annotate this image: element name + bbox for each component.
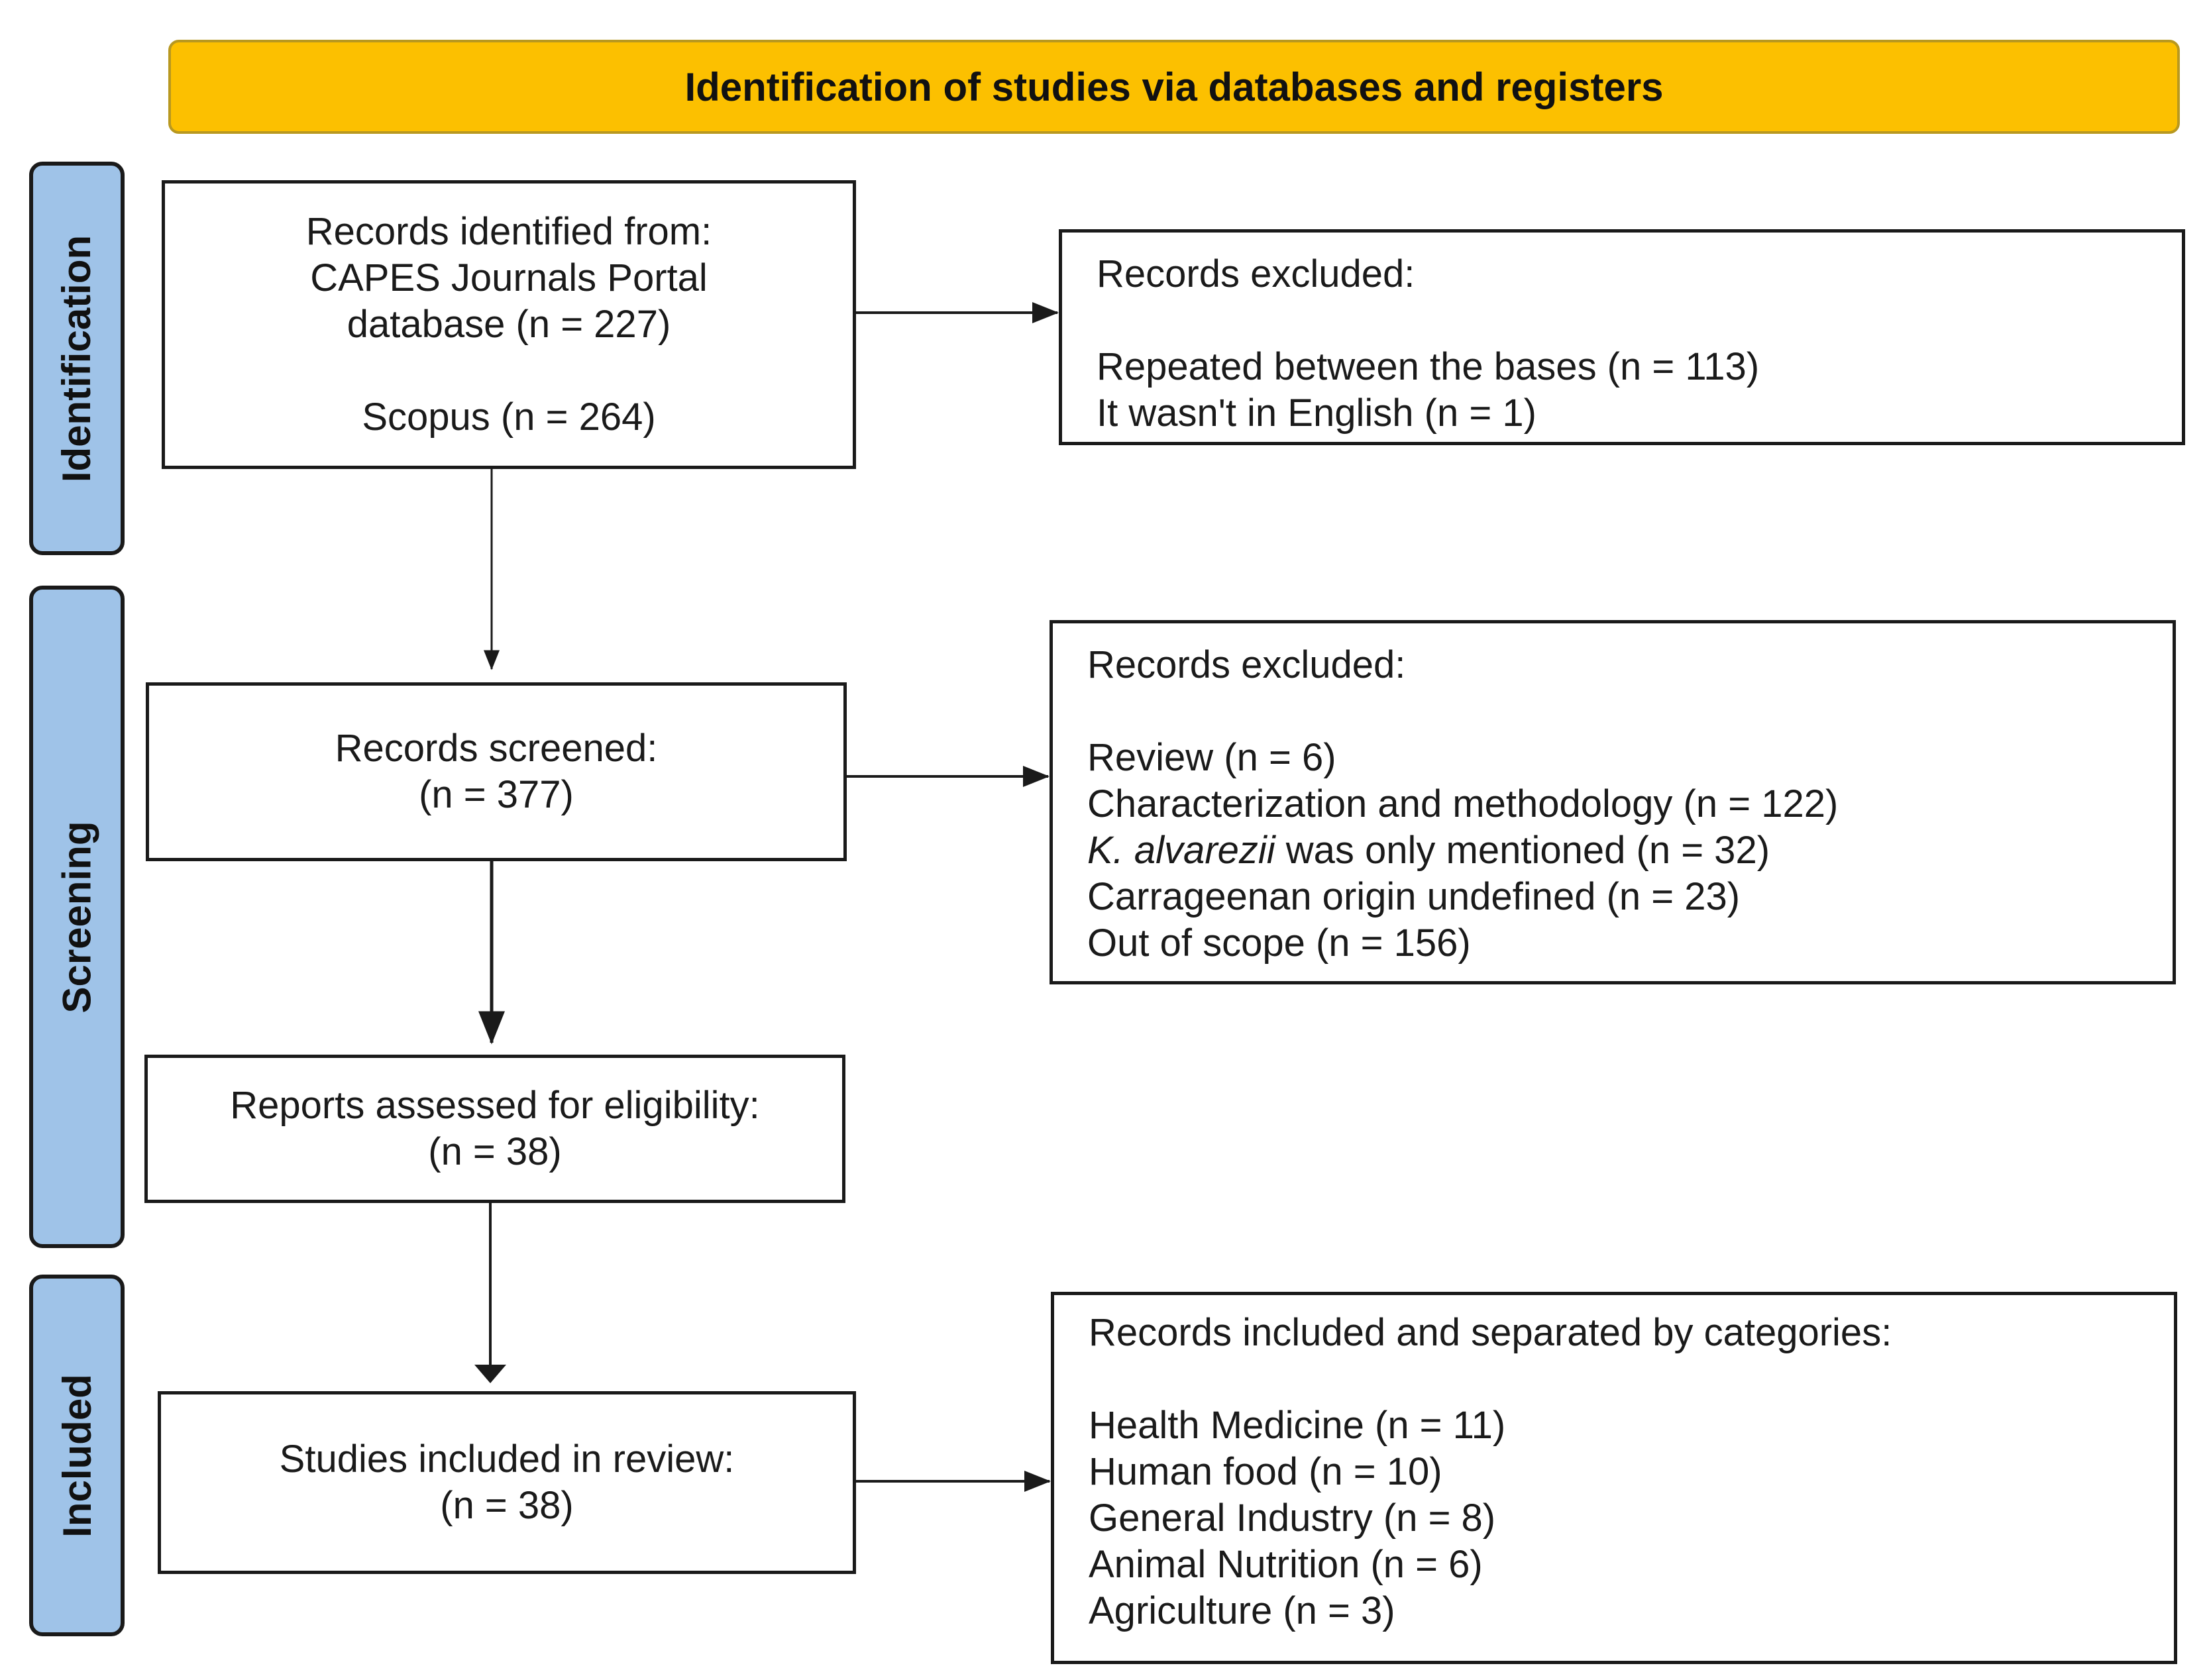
header-banner: Identification of studies via databases … bbox=[168, 40, 2180, 134]
species-name: K. alvarezii bbox=[1087, 829, 1275, 872]
records-screened-box: Records screened: (n = 377) bbox=[146, 682, 847, 861]
phase-label-screening: Screening bbox=[29, 586, 125, 1248]
phase-label-identification: Identification bbox=[29, 162, 125, 555]
excluded-item: Characterization and methodology (n = 12… bbox=[1087, 782, 1839, 825]
records-excluded-box-2: Records excluded: Review (n = 6) Charact… bbox=[1050, 620, 2176, 984]
phase-label-included: Included bbox=[29, 1275, 125, 1636]
studies-included-box: Studies included in review: (n = 38) bbox=[158, 1391, 856, 1574]
category-item: Agriculture (n = 3) bbox=[1089, 1589, 1395, 1632]
excluded-item: K. alvarezii was only mentioned (n = 32) bbox=[1087, 829, 1770, 872]
records-identified-box: Records identified from: CAPES Journals … bbox=[162, 180, 856, 469]
excluded-item: Carrageenan origin undefined (n = 23) bbox=[1087, 875, 1741, 918]
category-item: Health Medicine (n = 11) bbox=[1089, 1404, 1506, 1447]
excluded-item: Out of scope (n = 156) bbox=[1087, 921, 1471, 965]
records-excluded-box-1: Records excluded: Repeated between the b… bbox=[1059, 229, 2185, 445]
category-item: General Industry (n = 8) bbox=[1089, 1496, 1496, 1540]
header-title: Identification of studies via databases … bbox=[684, 64, 1664, 109]
category-item: Animal Nutrition (n = 6) bbox=[1089, 1543, 1483, 1586]
excluded-item: It wasn't in English (n = 1) bbox=[1097, 392, 1536, 435]
excluded-item: Repeated between the bases (n = 113) bbox=[1097, 345, 1760, 388]
categories-box: Records included and separated by catego… bbox=[1051, 1292, 2177, 1664]
excluded-item: Review (n = 6) bbox=[1087, 736, 1336, 779]
eligibility-box: Reports assessed for eligibility: (n = 3… bbox=[144, 1055, 845, 1203]
category-item: Human food (n = 10) bbox=[1089, 1450, 1442, 1493]
